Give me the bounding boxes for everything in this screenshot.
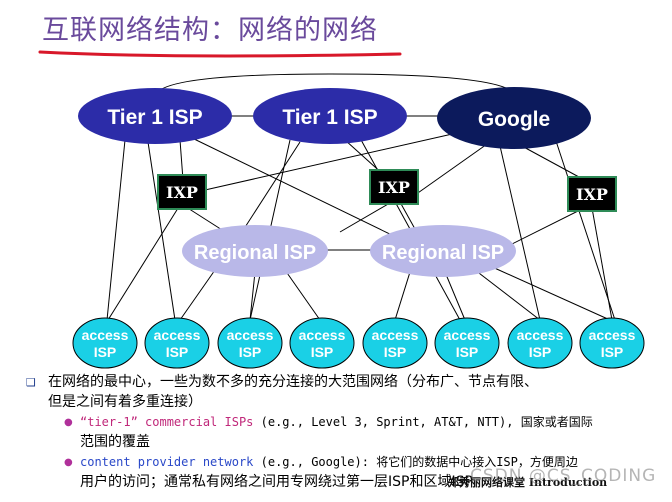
sub-bullet-marker: ● <box>64 417 73 428</box>
access-isp-row: accessISPaccessISPaccessISPaccessISPacce… <box>72 317 645 369</box>
access-label: access <box>154 327 201 343</box>
tier1-term: “tier-1” commercial ISPs <box>80 415 254 429</box>
main-bullet-line2: 但是之间有着多重连接） <box>48 394 202 410</box>
main-bullet-line1: 在网络的最中心，一些为数不多的充分连接的大范围网络（分布广、节点有限、 <box>48 374 538 390</box>
tier1-left-label: Tier 1 ISP <box>107 106 202 129</box>
content-provider-desc: (e.g., Google): 将它们的数据中心接入ISP，方便周边 <box>253 455 578 469</box>
ixp-left: IXP <box>157 174 207 210</box>
access-label: access <box>589 327 636 343</box>
isp-label: ISP <box>456 344 479 360</box>
main-bullet: ❑ 在网络的最中心，一些为数不多的充分连接的大范围网络（分布广、节点有限、 但是… <box>26 372 666 412</box>
regional-left-label: Regional ISP <box>194 242 316 264</box>
isp-label: ISP <box>529 344 552 360</box>
access-label: access <box>444 327 491 343</box>
isp-label: ISP <box>384 344 407 360</box>
slide-footer: 郑秀丽网络课堂 Introduction <box>448 476 608 489</box>
watermark: CSDN @CS_CODING <box>470 466 657 486</box>
access-label: access <box>82 327 129 343</box>
bullet-marker: ❑ <box>26 376 36 389</box>
content-provider-line2: 用户的访问；通常私有网络之间用专网绕过第一层ISP和区域ISP <box>80 474 473 490</box>
sub-bullet-content-provider: ● content provider network (e.g., Google… <box>64 452 666 492</box>
ixp-left-label: IXP <box>166 183 198 202</box>
ixp-middle: IXP <box>369 169 419 205</box>
slide-title: 互联网络结构：网络的网络 <box>42 15 378 46</box>
content-provider-term: content provider network <box>80 455 254 469</box>
isp-label: ISP <box>239 344 262 360</box>
access-label: access <box>517 327 564 343</box>
isp-label: ISP <box>94 344 117 360</box>
regional-isp-right: Regional ISP <box>370 225 516 277</box>
google-network: Google <box>437 87 591 149</box>
google-label: Google <box>478 108 550 131</box>
tier1-examples: (e.g., Level 3, Sprint, AT&T, NTT), 国家或者… <box>253 415 593 429</box>
access-label: access <box>299 327 346 343</box>
regional-isp-left: Regional ISP <box>182 225 328 277</box>
ixp-middle-label: IXP <box>378 178 410 197</box>
ixp-right-label: IXP <box>576 185 608 204</box>
isp-label: ISP <box>166 344 189 360</box>
ixp-right: IXP <box>567 176 617 212</box>
tier1-isp-left: Tier 1 ISP <box>78 88 232 144</box>
bullet-text: ❑ 在网络的最中心，一些为数不多的充分连接的大范围网络（分布广、节点有限、 但是… <box>26 372 666 492</box>
sub-bullet-tier1: ● “tier-1” commercial ISPs (e.g., Level … <box>64 412 666 452</box>
tier1-isp-right: Tier 1 ISP <box>253 88 407 144</box>
access-label: access <box>227 327 274 343</box>
title-underline <box>38 50 402 58</box>
sub-bullet-marker: ● <box>64 457 73 468</box>
tier1-right-label: Tier 1 ISP <box>282 106 377 129</box>
isp-label: ISP <box>601 344 624 360</box>
access-label: access <box>372 327 419 343</box>
regional-right-label: Regional ISP <box>382 242 504 264</box>
isp-label: ISP <box>311 344 334 360</box>
tier1-line2: 范围的覆盖 <box>80 434 150 450</box>
